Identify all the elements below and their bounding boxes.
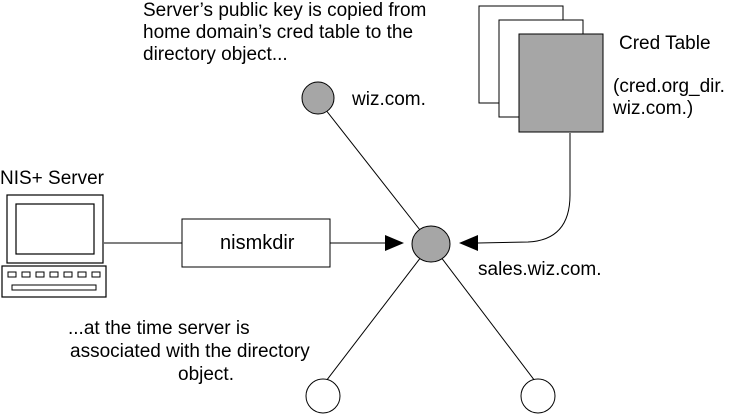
node-sub [411,225,451,263]
top-caption-line-2: home domain’s cred table to the [143,22,414,43]
cred-table-page-front [518,33,604,133]
node-leaf-right [520,378,556,414]
node-root [301,81,335,115]
node-leaf-left [305,378,341,414]
bottom-caption-line-2: associated with the directory [70,341,310,362]
arrowhead-command [385,235,404,251]
edge-root-to-sub [317,99,432,245]
server-label: NIS+ Server [0,168,105,189]
bottom-caption-line-1: ...at the time server is [68,318,250,339]
bottom-caption-line-3: object. [178,364,234,385]
arrowhead-cred-table [459,235,478,251]
edge-sub-to-right-leaf [430,243,539,386]
node-sub-label: sales.wiz.com. [478,259,602,280]
command-label: nismkdir [220,232,295,254]
edge-sub-to-left-leaf [322,243,432,386]
computer-icon [1,194,107,298]
cred-table-title: Cred Table [619,33,711,54]
command-box [181,218,331,268]
top-caption-line-1: Server’s public key is copied from [143,0,427,21]
cred-table-name-line-1: (cred.org_dir. [613,76,725,97]
top-caption-line-3: directory object... [143,44,288,65]
cred-table-name-line-2: wiz.com.) [613,98,694,119]
connector-cred-table-to-sub [477,133,571,244]
node-root-label: wiz.com. [352,89,426,110]
